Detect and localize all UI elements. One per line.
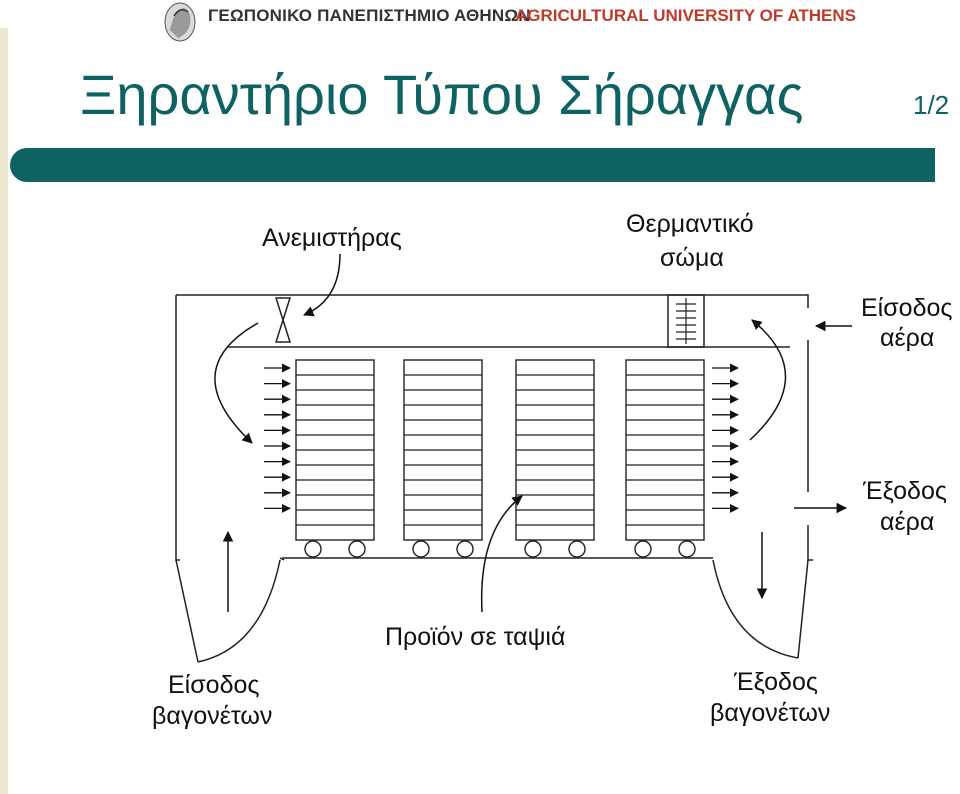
cart-wheel [412,540,430,558]
cart-wheel [524,540,542,558]
air-inlet-label-line2: αέρα [880,324,935,352]
cart-wheel [304,540,322,558]
recirculation-arrow-right [749,319,787,441]
heater-fins-icon [676,298,696,344]
athena-logo-icon [164,2,196,42]
fan-pointer-arrow [303,253,341,317]
cart-entry-label-line2: βαγονέτων [152,702,273,730]
cart-wheel [568,540,586,558]
slide-page-number: 1/2 [913,90,950,120]
tray-cart [515,359,595,558]
recirculation-arrow-left [214,322,259,444]
university-name-greek: ΓΕΩΠΟΝΙΚΟ ΠΑΝΕΠΙΣΤΗΜΙΟ ΑΘΗΝΩΝ [208,6,531,25]
title-underline-bar [10,148,935,182]
tunnel-wall-top [176,294,809,308]
product-pointer-arrow [480,495,523,613]
product-label: Προϊόν σε ταψιά [385,623,566,651]
heater-body [667,294,705,348]
heater-label-line2: σώμα [660,244,724,272]
slide-title: Ξηραντήριο Τύπου Σήραγγας [80,63,804,126]
air-flow-arrows-right [712,363,739,513]
tray-carts [295,359,705,558]
air-outlet-label-line1: Έξοδος [863,477,947,505]
cart-exit-label-line2: βαγονέτων [710,699,831,727]
tunnel-wall-right-lower [807,525,813,561]
fan-label: Ανεμιστήρας [262,224,402,252]
exit-door [797,559,809,659]
cart-wheel [678,540,696,558]
entry-door [175,559,199,663]
slide-frame-left [0,28,8,794]
fan-icon [274,297,292,343]
air-flow-arrows-left [264,363,291,513]
cart-wheel [634,540,652,558]
cart-entry-label-line1: Είσοδος [168,671,260,699]
entry-door-frame [279,557,285,561]
university-name-english: AGRICULTURAL UNIVERSITY OF ATHENS [515,6,856,25]
tray-cart [403,359,483,558]
tray-cart [625,359,705,558]
tunnel-wall-left [175,295,180,561]
exit-door-swing [712,559,799,659]
tray-cart [295,359,375,558]
cart-exit-label-line1: Έξοδος [734,668,818,696]
entry-door-swing [197,559,281,663]
cart-wheel [348,540,366,558]
heater-label-line1: Θερμαντικό [626,210,754,238]
cart-wheel [456,540,474,558]
air-inlet-label-line1: Είσοδος [861,294,953,322]
air-outlet-label-line2: αέρα [880,508,935,536]
